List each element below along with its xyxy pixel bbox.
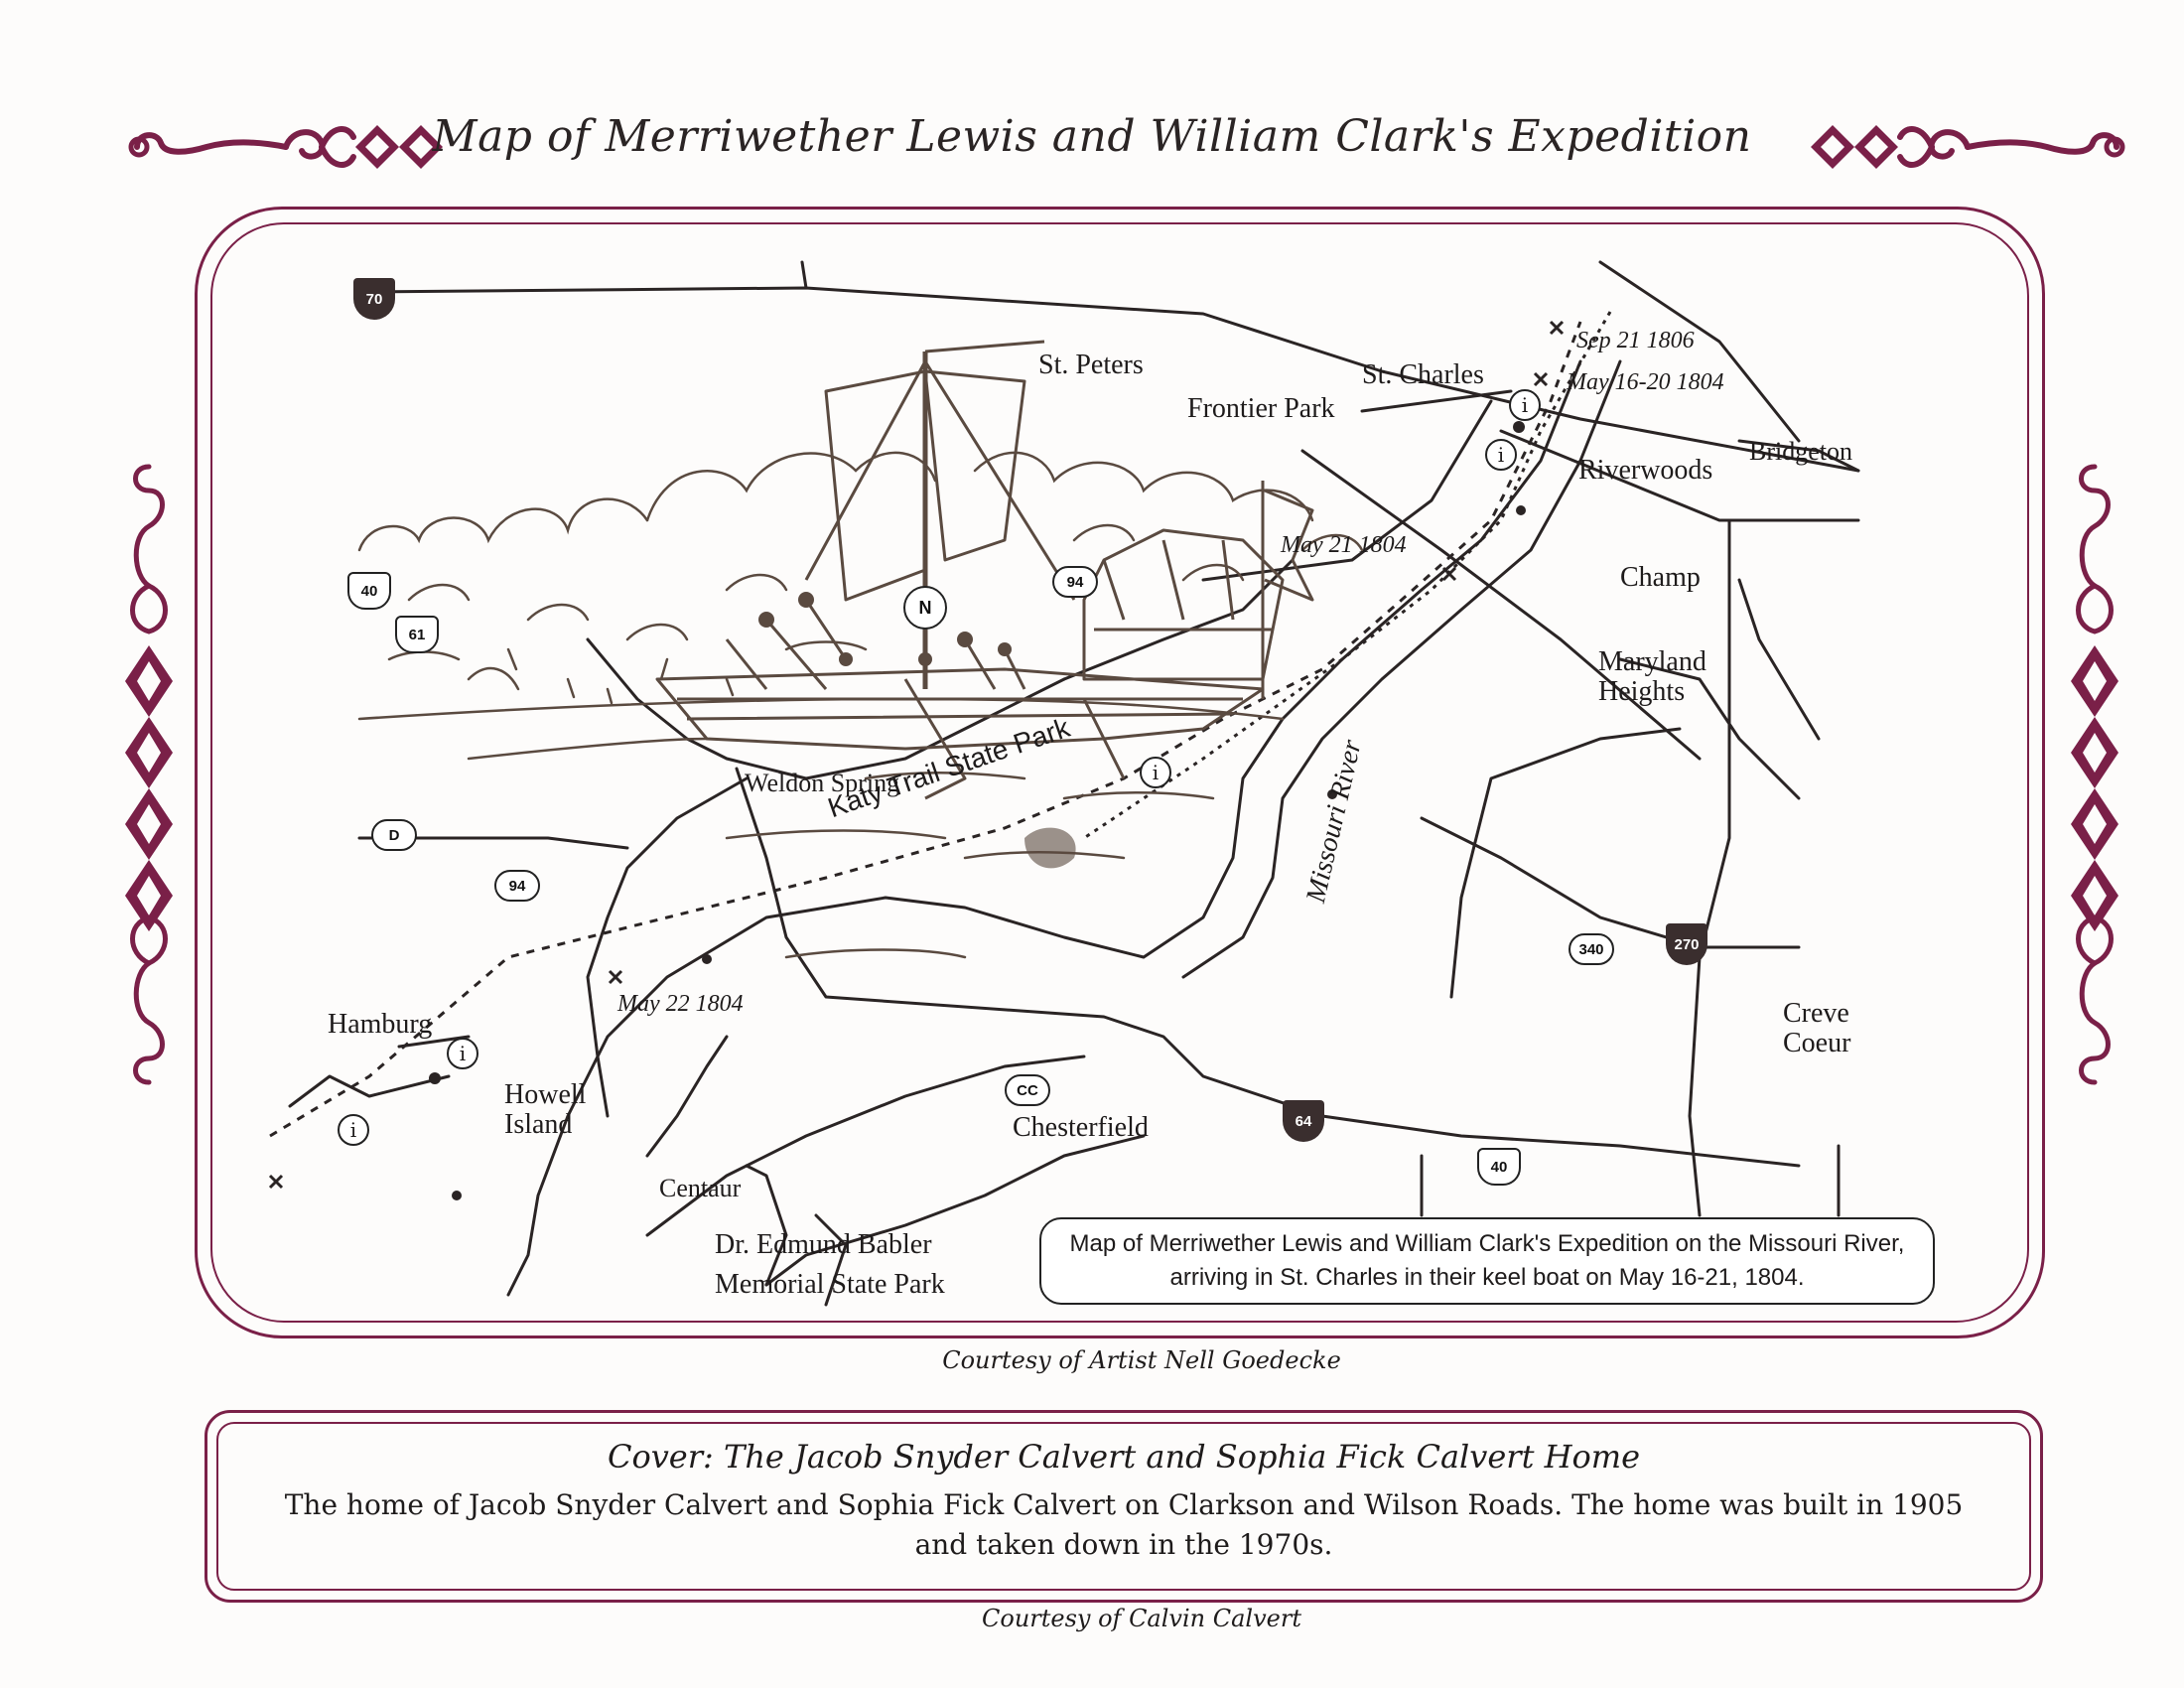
- expedition-route: [1083, 311, 1612, 840]
- label-frontier-park: Frontier Park: [1187, 393, 1335, 424]
- road-i70: [357, 286, 1860, 473]
- road-i270: [1688, 518, 1731, 1217]
- info-icon-hamburg: i: [447, 1038, 478, 1069]
- map-frame-inner: [210, 222, 2029, 1323]
- label-champ: Champ: [1620, 562, 1701, 593]
- label-howell-island: Howell Island: [504, 1079, 587, 1140]
- road-i64: [735, 767, 1801, 1168]
- ornament-side-right: [2071, 464, 2118, 1085]
- cover-title: Cover: The Jacob Snyder Calvert and Soph…: [607, 1438, 1641, 1476]
- label-chesterfield: Chesterfield: [1013, 1112, 1149, 1143]
- us61-shield: 61: [395, 616, 439, 653]
- label-creve-coeur: Creve Coeur: [1783, 998, 1851, 1058]
- label-riverwoods: Riverwoods: [1578, 455, 1713, 486]
- info-icon-west: i: [338, 1114, 369, 1146]
- north-arrow-icon: N: [903, 586, 947, 630]
- label-may-21: May 21 1804: [1281, 532, 1407, 558]
- info-icon-st-charles: i: [1509, 389, 1541, 421]
- page-title: Map of Merriwether Lewis and William Cla…: [432, 111, 1752, 162]
- ornament-left: [128, 125, 443, 169]
- ornament-side-left: [125, 464, 173, 1085]
- map-caption: Map of Merriwether Lewis and William Cla…: [1039, 1217, 1935, 1305]
- i270-shield: 270: [1666, 923, 1707, 965]
- mo94-south-shield: 94: [494, 870, 540, 902]
- i70-shield: 70: [353, 278, 395, 320]
- label-maryland-heights: Maryland Heights: [1598, 646, 1706, 707]
- i64-shield: 64: [1283, 1100, 1324, 1142]
- route-cc-shield: CC: [1005, 1074, 1050, 1106]
- ornament-right: [1811, 125, 2125, 169]
- keel-boat-sketch: [655, 340, 1314, 800]
- mo94-north-shield: 94: [1052, 566, 1098, 598]
- label-babler-park: Dr. Edmund Babler Memorial State Park: [715, 1229, 945, 1300]
- label-bridgeton: Bridgeton: [1749, 437, 1852, 466]
- info-icon-riverwoods: i: [1485, 439, 1517, 471]
- cover-frame-outer: [205, 1410, 2043, 1603]
- us40-west-shield: 40: [347, 572, 391, 610]
- label-sep-1806: Sep 21 1806: [1576, 328, 1695, 353]
- cover-frame-inner: [216, 1422, 2031, 1591]
- label-hamburg: Hamburg: [328, 1009, 433, 1040]
- info-icon-weldon: i: [1140, 757, 1171, 788]
- cover-credit: Courtesy of Calvin Calvert: [982, 1605, 1301, 1632]
- label-may-16-20: May 16-20 1804: [1567, 369, 1724, 395]
- missouri-river: [506, 359, 1582, 1297]
- label-may-22: May 22 1804: [617, 991, 744, 1017]
- map-drawing: [268, 260, 1860, 1307]
- us40-east-shield: 40: [1477, 1148, 1521, 1186]
- label-st-charles: St. Charles: [1362, 359, 1484, 390]
- map-frame-outer: [195, 207, 2045, 1338]
- mo340-shield: 340: [1569, 933, 1614, 965]
- route-d-shield: D: [371, 819, 417, 851]
- map-credit: Courtesy of Artist Nell Goedecke: [942, 1346, 1341, 1374]
- cover-text: The home of Jacob Snyder Calvert and Sop…: [284, 1488, 1964, 1561]
- label-centaur: Centaur: [659, 1174, 742, 1202]
- label-st-peters: St. Peters: [1038, 350, 1144, 380]
- label-weldon-spring: Weldon Spring: [745, 769, 900, 797]
